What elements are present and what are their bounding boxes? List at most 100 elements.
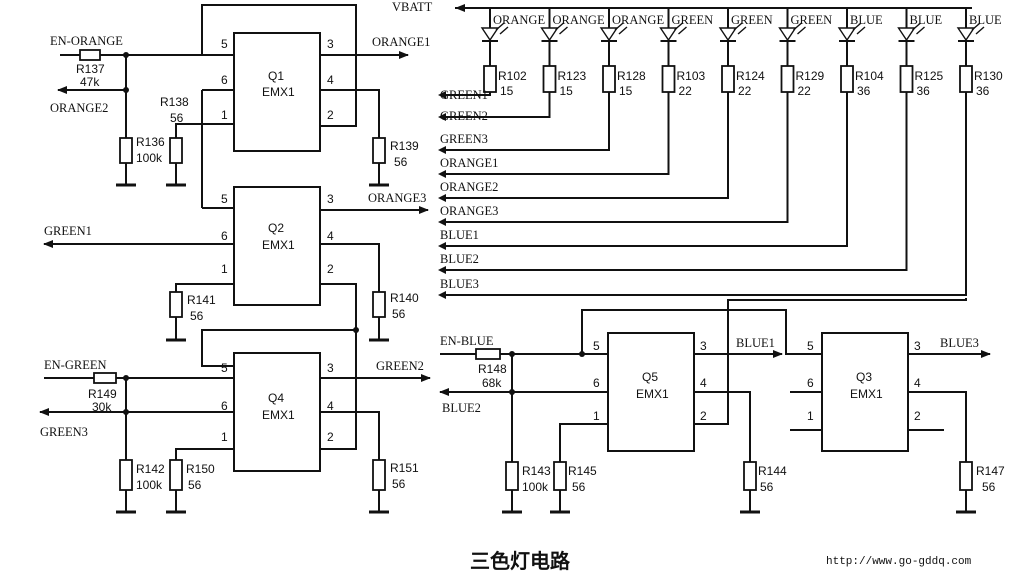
led-orange-3-bus-arrow — [438, 146, 446, 154]
q5-pin4: 4 — [700, 376, 707, 390]
led-green-6-color-label: GREEN — [791, 13, 833, 27]
r140-ref: R140 — [390, 291, 419, 305]
q1-name: Q1 — [268, 69, 284, 83]
led-green-4-resistor — [661, 65, 676, 93]
r151-resistor — [372, 459, 386, 491]
q2-pin5: 5 — [221, 192, 228, 206]
q4-pin2: 2 — [327, 430, 334, 444]
led-green-5-res-value: 22 — [738, 84, 752, 98]
q1-part: EMX1 — [262, 85, 295, 99]
q5-part: EMX1 — [636, 387, 669, 401]
r145-value: 56 — [572, 480, 586, 494]
led-blue-7-res-ref: R104 — [855, 69, 884, 83]
q1-pin6: 6 — [221, 73, 228, 87]
q3-part: EMX1 — [850, 387, 883, 401]
r142-value: 100k — [136, 478, 163, 492]
led-green-4-bus-arrow — [438, 170, 446, 178]
led-blue-9-res-ref: R130 — [974, 69, 1003, 83]
led-blue-7-diode — [837, 27, 857, 42]
r149-resistor — [93, 372, 117, 384]
led-blue-7-bus-wire — [446, 92, 848, 247]
orange3-q2-label: ORANGE3 — [368, 191, 426, 205]
q2-pin4: 4 — [327, 229, 334, 243]
led-orange-2-bus-arrow — [438, 113, 446, 121]
led-orange-3-resistor — [602, 65, 616, 93]
led-blue-8-resistor — [899, 65, 914, 93]
r138-value: 56 — [170, 111, 184, 125]
bus-label-green1: GREEN1 — [440, 88, 488, 102]
q5-pin5: 5 — [593, 339, 600, 353]
q2-body — [233, 186, 321, 306]
q4-pin5: 5 — [221, 361, 228, 375]
orange2-left-label: ORANGE2 — [50, 101, 108, 115]
led-green-6-bus-wire — [446, 92, 789, 223]
led-orange-3-emission-icon — [614, 22, 628, 35]
r140-resistor — [372, 291, 386, 318]
led-blue-9-resistor — [959, 65, 973, 93]
orange1-q1-label: ORANGE1 — [372, 35, 430, 49]
led-blue-8-res-value: 36 — [917, 84, 931, 98]
r136-ref: R136 — [136, 135, 165, 149]
q1-pin5: 5 — [221, 37, 228, 51]
r145-resistor — [553, 461, 567, 491]
diagram-caption: 三色灯电路 — [470, 549, 571, 573]
q1-transistor-array: Q1 EMX1 5 6 1 3 4 2 — [221, 32, 334, 152]
r144-ref: R144 — [758, 464, 787, 478]
led-green-4-res-ref: R103 — [677, 69, 706, 83]
q3-pin3: 3 — [914, 339, 921, 353]
r138-ref: R138 — [160, 95, 189, 109]
q3-pin6: 6 — [807, 376, 814, 390]
led-orange-2-res-ref: R123 — [558, 69, 587, 83]
q3-wiring — [790, 350, 991, 514]
q1-pin1: 1 — [221, 108, 228, 122]
q3-pin5: 5 — [807, 339, 814, 353]
led-blue-7-resistor — [840, 65, 854, 93]
green3-left-label: GREEN3 — [40, 425, 88, 439]
bus-label-orange1: ORANGE1 — [440, 156, 498, 170]
led-green-5-color-label: GREEN — [731, 13, 773, 27]
led-blue-9-color-label: BLUE — [969, 13, 1002, 27]
led-green-6-diode — [778, 27, 797, 42]
watermark-url: http://www.go-gddq.com — [826, 556, 972, 568]
r143-resistor — [505, 461, 519, 491]
led-orange-3-diode — [599, 27, 619, 42]
q4-part: EMX1 — [262, 408, 295, 422]
q3-pin1: 1 — [807, 409, 814, 423]
q1-body — [233, 32, 321, 152]
q2-pin1: 1 — [221, 262, 228, 276]
r137-ref: R137 — [76, 62, 105, 76]
led-green-4-res-value: 22 — [679, 84, 693, 98]
r150-resistor — [169, 459, 183, 491]
en-green-label: EN-GREEN — [44, 358, 107, 372]
q2-wiring — [43, 206, 429, 367]
r139-value: 56 — [394, 155, 408, 169]
q5-pin3: 3 — [700, 339, 707, 353]
bus-label-green2: GREEN2 — [440, 109, 488, 123]
blue3-q3-label: BLUE3 — [940, 336, 979, 350]
led-orange-1-color-label: ORANGE — [493, 13, 545, 27]
led-blue-9-res-value: 36 — [976, 84, 990, 98]
q1-pin2: 2 — [327, 108, 334, 122]
q5-name: Q5 — [642, 370, 658, 384]
r149-value: 30k — [92, 400, 112, 414]
r148-value: 68k — [482, 376, 502, 390]
q1-pin4: 4 — [327, 73, 334, 87]
r143-value: 100k — [522, 480, 549, 494]
led-blue-8-diode — [897, 27, 916, 42]
led-orange-1-diode — [480, 27, 500, 42]
q2-transistor-array: Q2 EMX1 5 6 1 3 4 2 — [221, 186, 334, 306]
r137-value: 47k — [80, 75, 100, 89]
led-green-5-emission-icon — [733, 22, 747, 35]
bus-label-blue1: BLUE1 — [440, 228, 479, 242]
q4-wiring — [39, 330, 431, 514]
q2-pin3: 3 — [327, 192, 334, 206]
led-orange-2-bus-wire — [446, 92, 551, 118]
en-orange-label: EN-ORANGE — [50, 34, 123, 48]
led-green-4-bus-wire — [446, 92, 670, 175]
r145-ref: R145 — [568, 464, 597, 478]
led-bank: ORANGER10215ORANGER12315ORANGER12815GREE… — [438, 8, 1003, 299]
bus-label-green3: GREEN3 — [440, 132, 488, 146]
r148-ref: R148 — [478, 362, 507, 376]
blue1-q5-label: BLUE1 — [736, 336, 775, 350]
led-orange-3-bus-wire — [446, 92, 610, 151]
